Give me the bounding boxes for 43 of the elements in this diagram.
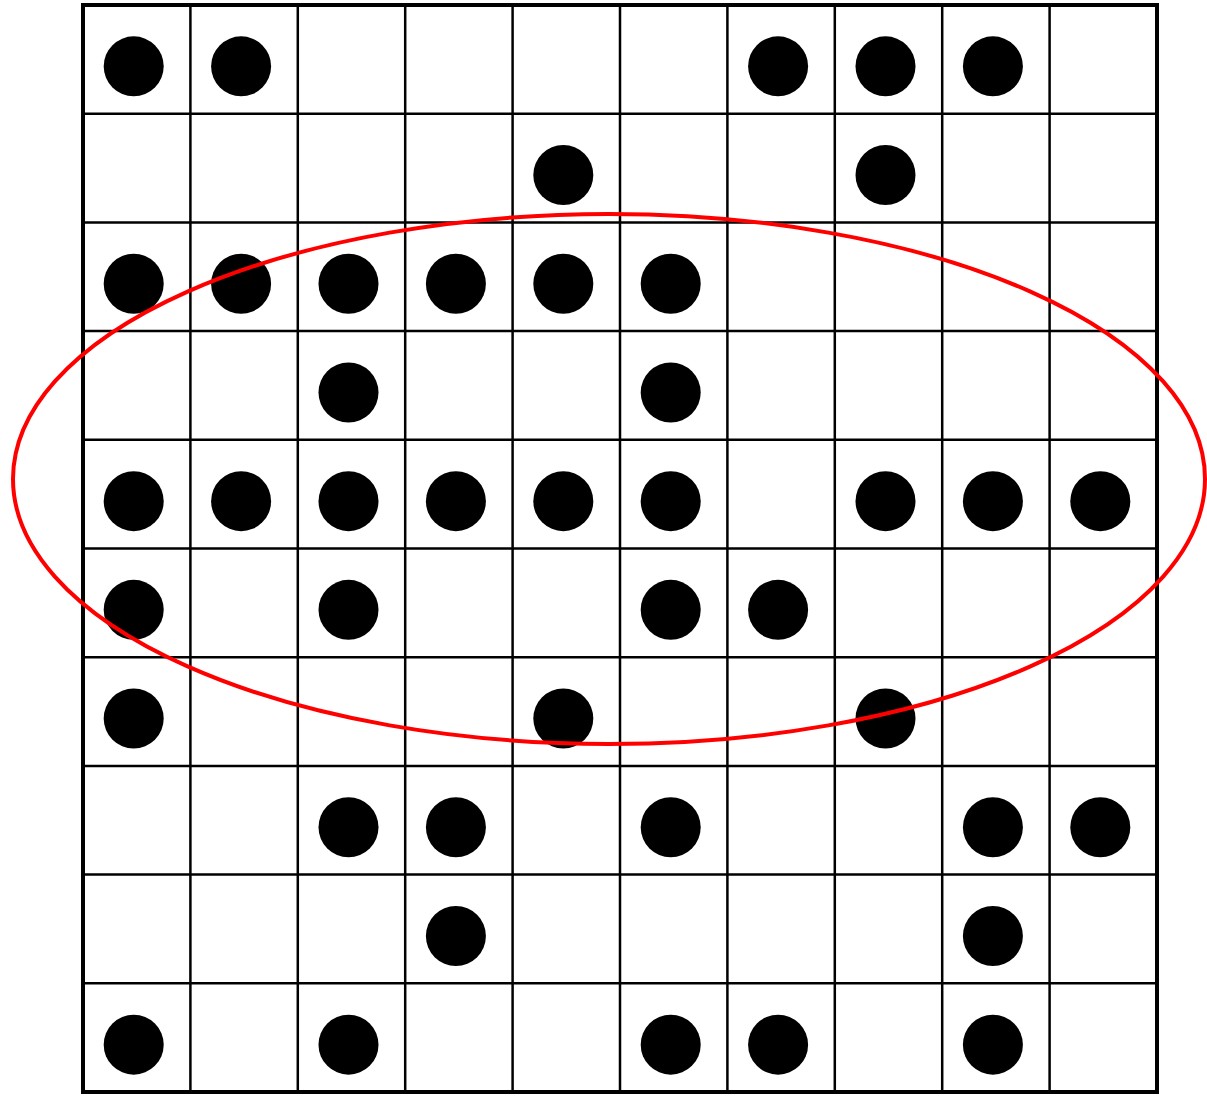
filled-dot: [318, 471, 379, 532]
filled-dot: [640, 797, 701, 858]
filled-dot: [425, 471, 486, 532]
filled-dot: [103, 688, 164, 749]
filled-dot: [962, 471, 1023, 532]
filled-dot: [1070, 471, 1131, 532]
filled-dot: [962, 905, 1023, 966]
filled-dot: [962, 36, 1023, 97]
filled-dot: [533, 253, 594, 314]
filled-dot: [318, 797, 379, 858]
filled-dot: [211, 36, 272, 97]
filled-dot: [533, 145, 594, 206]
filled-dot: [103, 579, 164, 640]
filled-dot: [318, 362, 379, 423]
filled-dot: [425, 253, 486, 314]
filled-dot: [318, 579, 379, 640]
filled-dot: [425, 905, 486, 966]
filled-dot: [533, 688, 594, 749]
filled-dot: [855, 688, 916, 749]
filled-dot: [103, 36, 164, 97]
filled-dot: [855, 145, 916, 206]
filled-dot: [103, 1014, 164, 1075]
filled-dot: [640, 253, 701, 314]
filled-dot: [211, 253, 272, 314]
filled-dot: [211, 471, 272, 532]
filled-dot: [748, 579, 809, 640]
filled-dot: [855, 471, 916, 532]
filled-dot: [103, 253, 164, 314]
filled-dot: [855, 36, 916, 97]
filled-dot: [640, 1014, 701, 1075]
filled-dot: [962, 797, 1023, 858]
filled-dot: [425, 797, 486, 858]
filled-dot: [103, 471, 164, 532]
filled-dot: [640, 579, 701, 640]
filled-dot: [318, 253, 379, 314]
filled-dot: [640, 471, 701, 532]
filled-dot: [318, 1014, 379, 1075]
filled-dot: [533, 471, 594, 532]
filled-dot: [962, 1014, 1023, 1075]
filled-dot: [1070, 797, 1131, 858]
filled-dot: [748, 36, 809, 97]
filled-dot: [640, 362, 701, 423]
filled-dot: [748, 1014, 809, 1075]
